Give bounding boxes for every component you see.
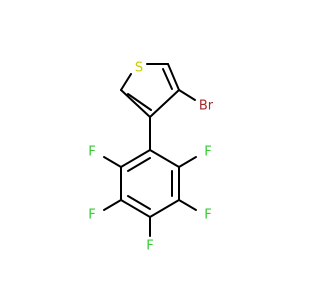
bond-c6-c1p [120,149,151,168]
thiophene-ring [120,63,180,118]
atom-fluorine-top-right: F [204,145,211,160]
bond-c6-f [103,156,122,168]
bond-c2-c3-inner [127,93,152,111]
molecule-diagram: S Br F F F F F [88,60,214,254]
pentafluorophenyl-ring [120,149,180,218]
bond-c2-f [178,156,197,168]
atom-sulfur: S [135,61,143,76]
bond-c3-c4 [149,89,180,118]
bond-c4-c5p-inner [127,195,151,210]
bond-c5-f [103,199,122,211]
atom-labels: S Br F F F F F [88,61,214,254]
bond-s-c2 [120,73,132,91]
bond-c2-c3 [120,89,151,118]
atom-fluorine-bottom: F [146,239,153,254]
bond-c4-c5p [120,199,151,218]
fluorine-bonds [103,156,197,237]
bond-c4-br [178,89,196,101]
bond-c4-c5-inner [162,68,173,90]
atom-fluorine-bottom-right: F [204,208,211,223]
atom-fluorine-bottom-left: F [88,208,95,223]
bond-c1-c2 [149,149,180,168]
atom-fluorine-top-left: F [88,145,95,160]
bond-c6-c1p-inner [127,157,151,172]
bond-c3-f [178,199,197,211]
bond-c4-c5 [167,63,180,91]
bond-c3-c4p [149,199,180,218]
atom-bromine: Br [199,99,214,114]
